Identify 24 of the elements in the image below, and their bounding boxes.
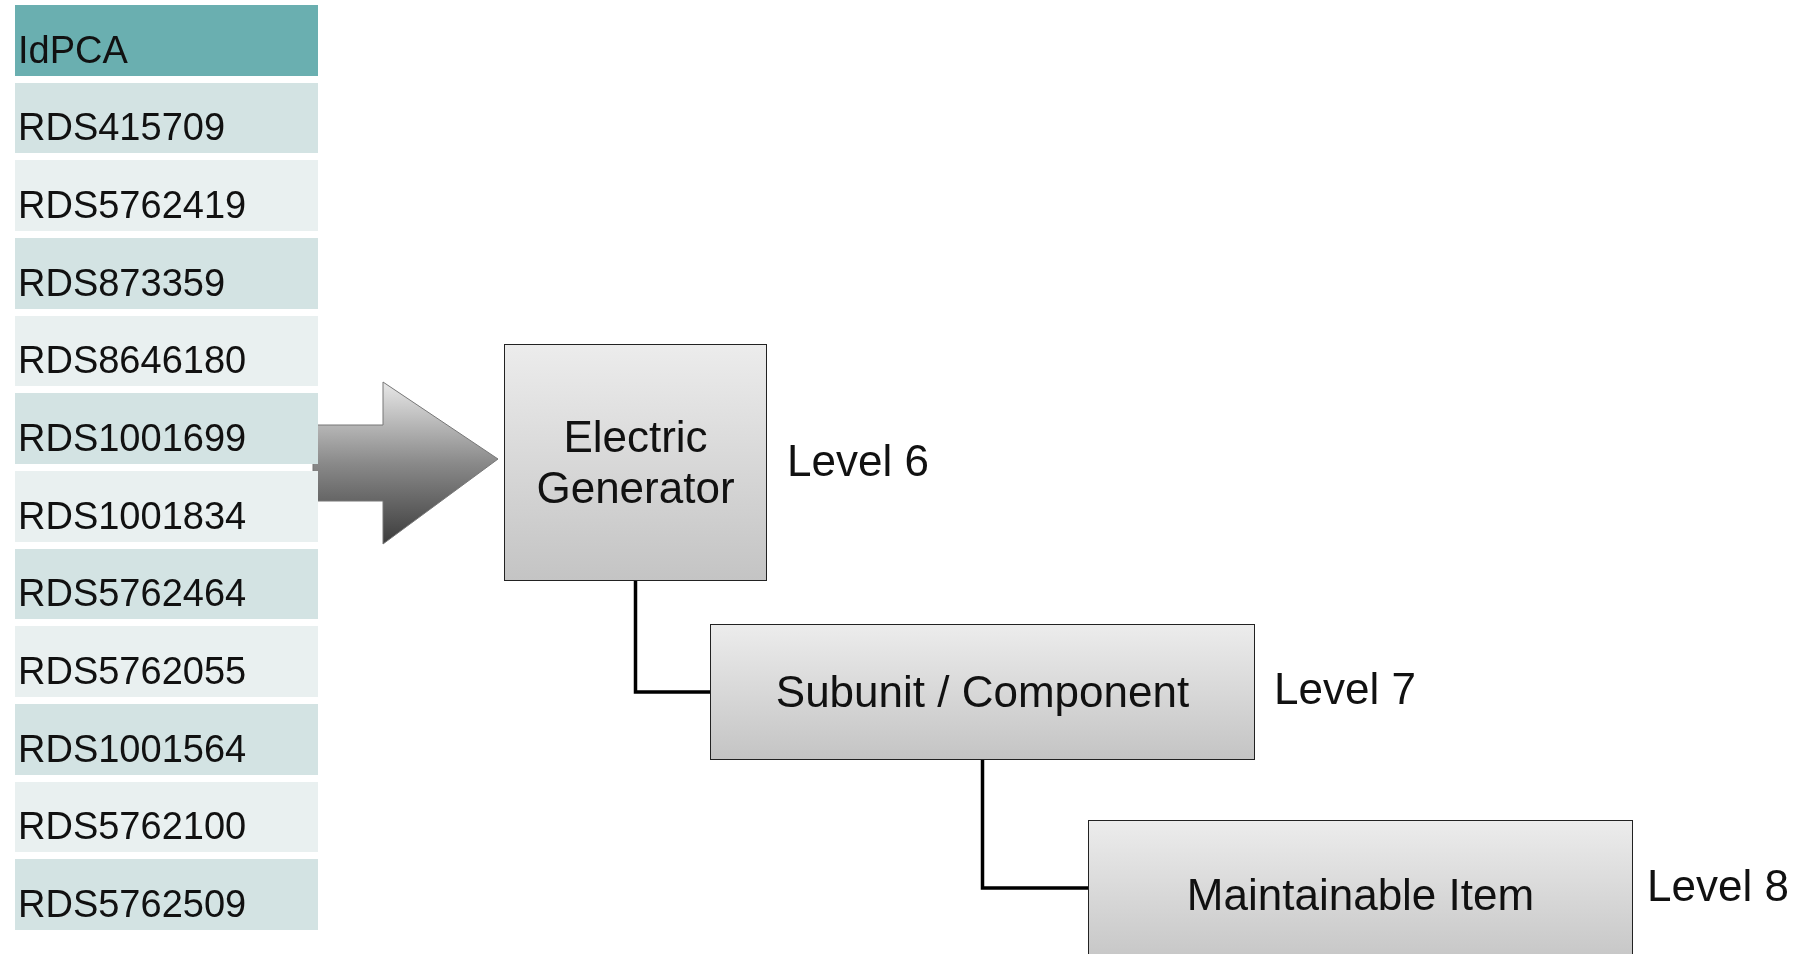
block-arrow	[312, 381, 499, 545]
box-label: Subunit / Component	[775, 666, 1190, 718]
connector-line	[633, 581, 710, 694]
table-cell: RDS5762419	[15, 160, 318, 231]
table-cell: RDS5762464	[15, 548, 318, 620]
table-cell: RDS415709	[15, 82, 318, 154]
table-cell: RDS5762509	[15, 859, 318, 930]
table-cell: RDS1001834	[15, 471, 318, 542]
level-label: Level 8	[1647, 861, 1789, 911]
table-cell: RDS1001699	[15, 393, 318, 464]
box-label: Maintainable Item	[1186, 869, 1535, 921]
table-cell: RDS5762055	[15, 626, 318, 697]
connector-line	[980, 760, 1088, 890]
process-box	[1088, 820, 1633, 954]
process-box	[504, 344, 767, 581]
table-header-cell: IdPCA	[15, 5, 318, 76]
table-cell: RDS873359	[15, 238, 318, 309]
process-box	[710, 624, 1255, 760]
table-cell: RDS1001564	[15, 704, 318, 775]
level-label: Level 7	[1274, 664, 1416, 714]
table-cell: RDS5762100	[15, 781, 318, 853]
box-label: Electric Generator	[535, 411, 736, 514]
level-label: Level 6	[787, 436, 929, 486]
table-cell: RDS8646180	[15, 315, 318, 387]
